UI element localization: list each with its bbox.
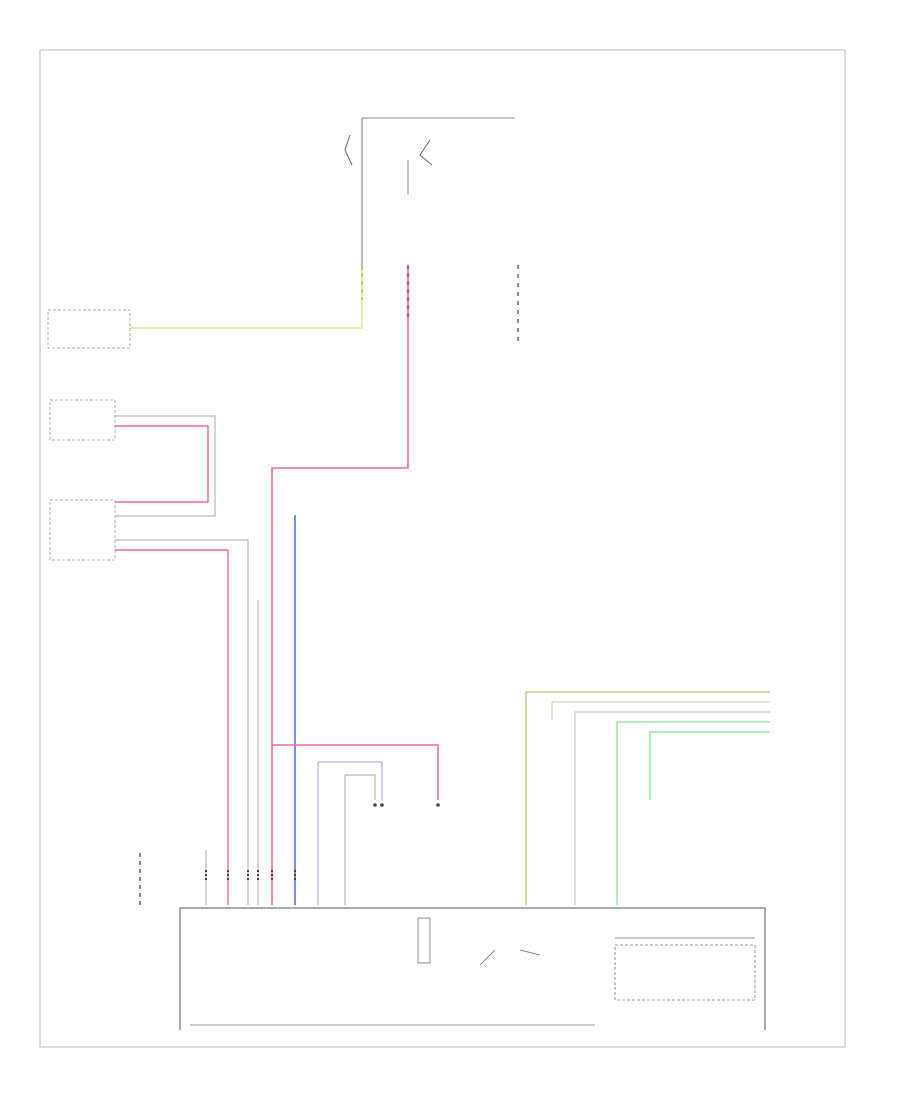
diagram-border [39,49,846,1048]
component-left-top [47,309,131,349]
wire-pink-main [271,265,409,905]
component-left-lower [49,499,116,561]
top-switch-block [344,117,515,270]
connector-row [205,870,296,880]
wire-olive [525,691,770,905]
component-left-mid [49,399,116,441]
wire-green [616,721,770,905]
bottom-module [179,907,766,1030]
wire-yellow [130,270,363,329]
